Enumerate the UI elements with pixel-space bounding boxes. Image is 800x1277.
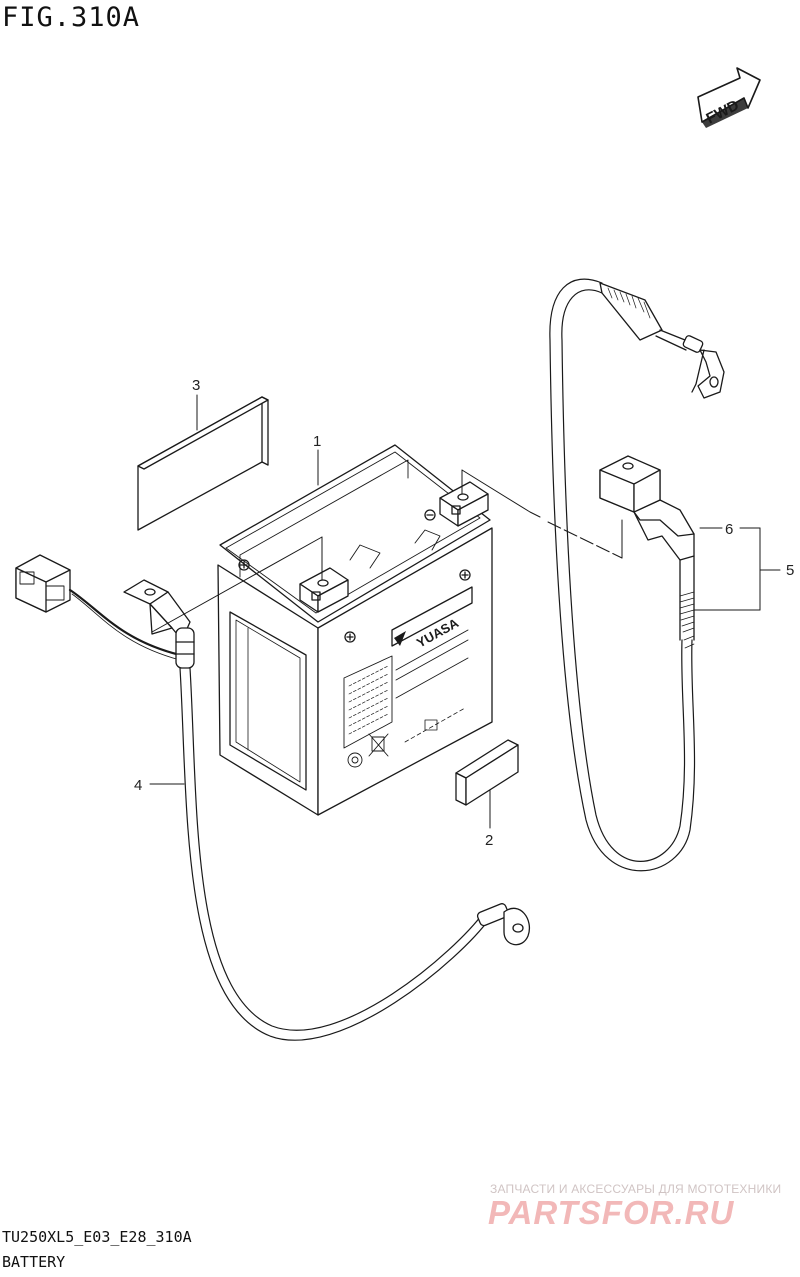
model-code: TU250XL5_E03_E28_310A (2, 1228, 192, 1246)
callout-4: 4 (134, 777, 142, 794)
callout-1: 1 (313, 433, 321, 450)
positive-terminal (439, 481, 489, 527)
callout-6: 6 (725, 521, 733, 538)
battery-pad-part-3 (137, 396, 269, 531)
section-name: BATTERY (2, 1253, 66, 1271)
callout-2: 2 (485, 832, 493, 849)
watermark-logo: PARTSFOR.RU (488, 1194, 735, 1231)
negative-terminal (299, 567, 349, 613)
callout-5: 5 (786, 562, 794, 579)
figure-title: FIG.310A (2, 2, 141, 33)
screw-icon (238, 509, 471, 643)
crossed-bin-icon (368, 733, 389, 757)
terminal-cover-part-6 (599, 455, 695, 641)
callout-3: 3 (192, 377, 200, 394)
battery-pad-part-2 (455, 739, 519, 806)
leader-lines (149, 394, 781, 829)
positive-lead-wire-part-5 (549, 278, 725, 872)
negative-lead-wire-part-4 (15, 554, 530, 1041)
watermark-tagline: ЗАПЧАСТИ И АКСЕССУАРЫ ДЛЯ МОТОТЕХНИКИ (490, 1182, 782, 1196)
battery-part-1: YUASA (217, 444, 493, 816)
fwd-arrow-icon: FWD (697, 67, 761, 128)
recycle-icon (347, 752, 363, 768)
